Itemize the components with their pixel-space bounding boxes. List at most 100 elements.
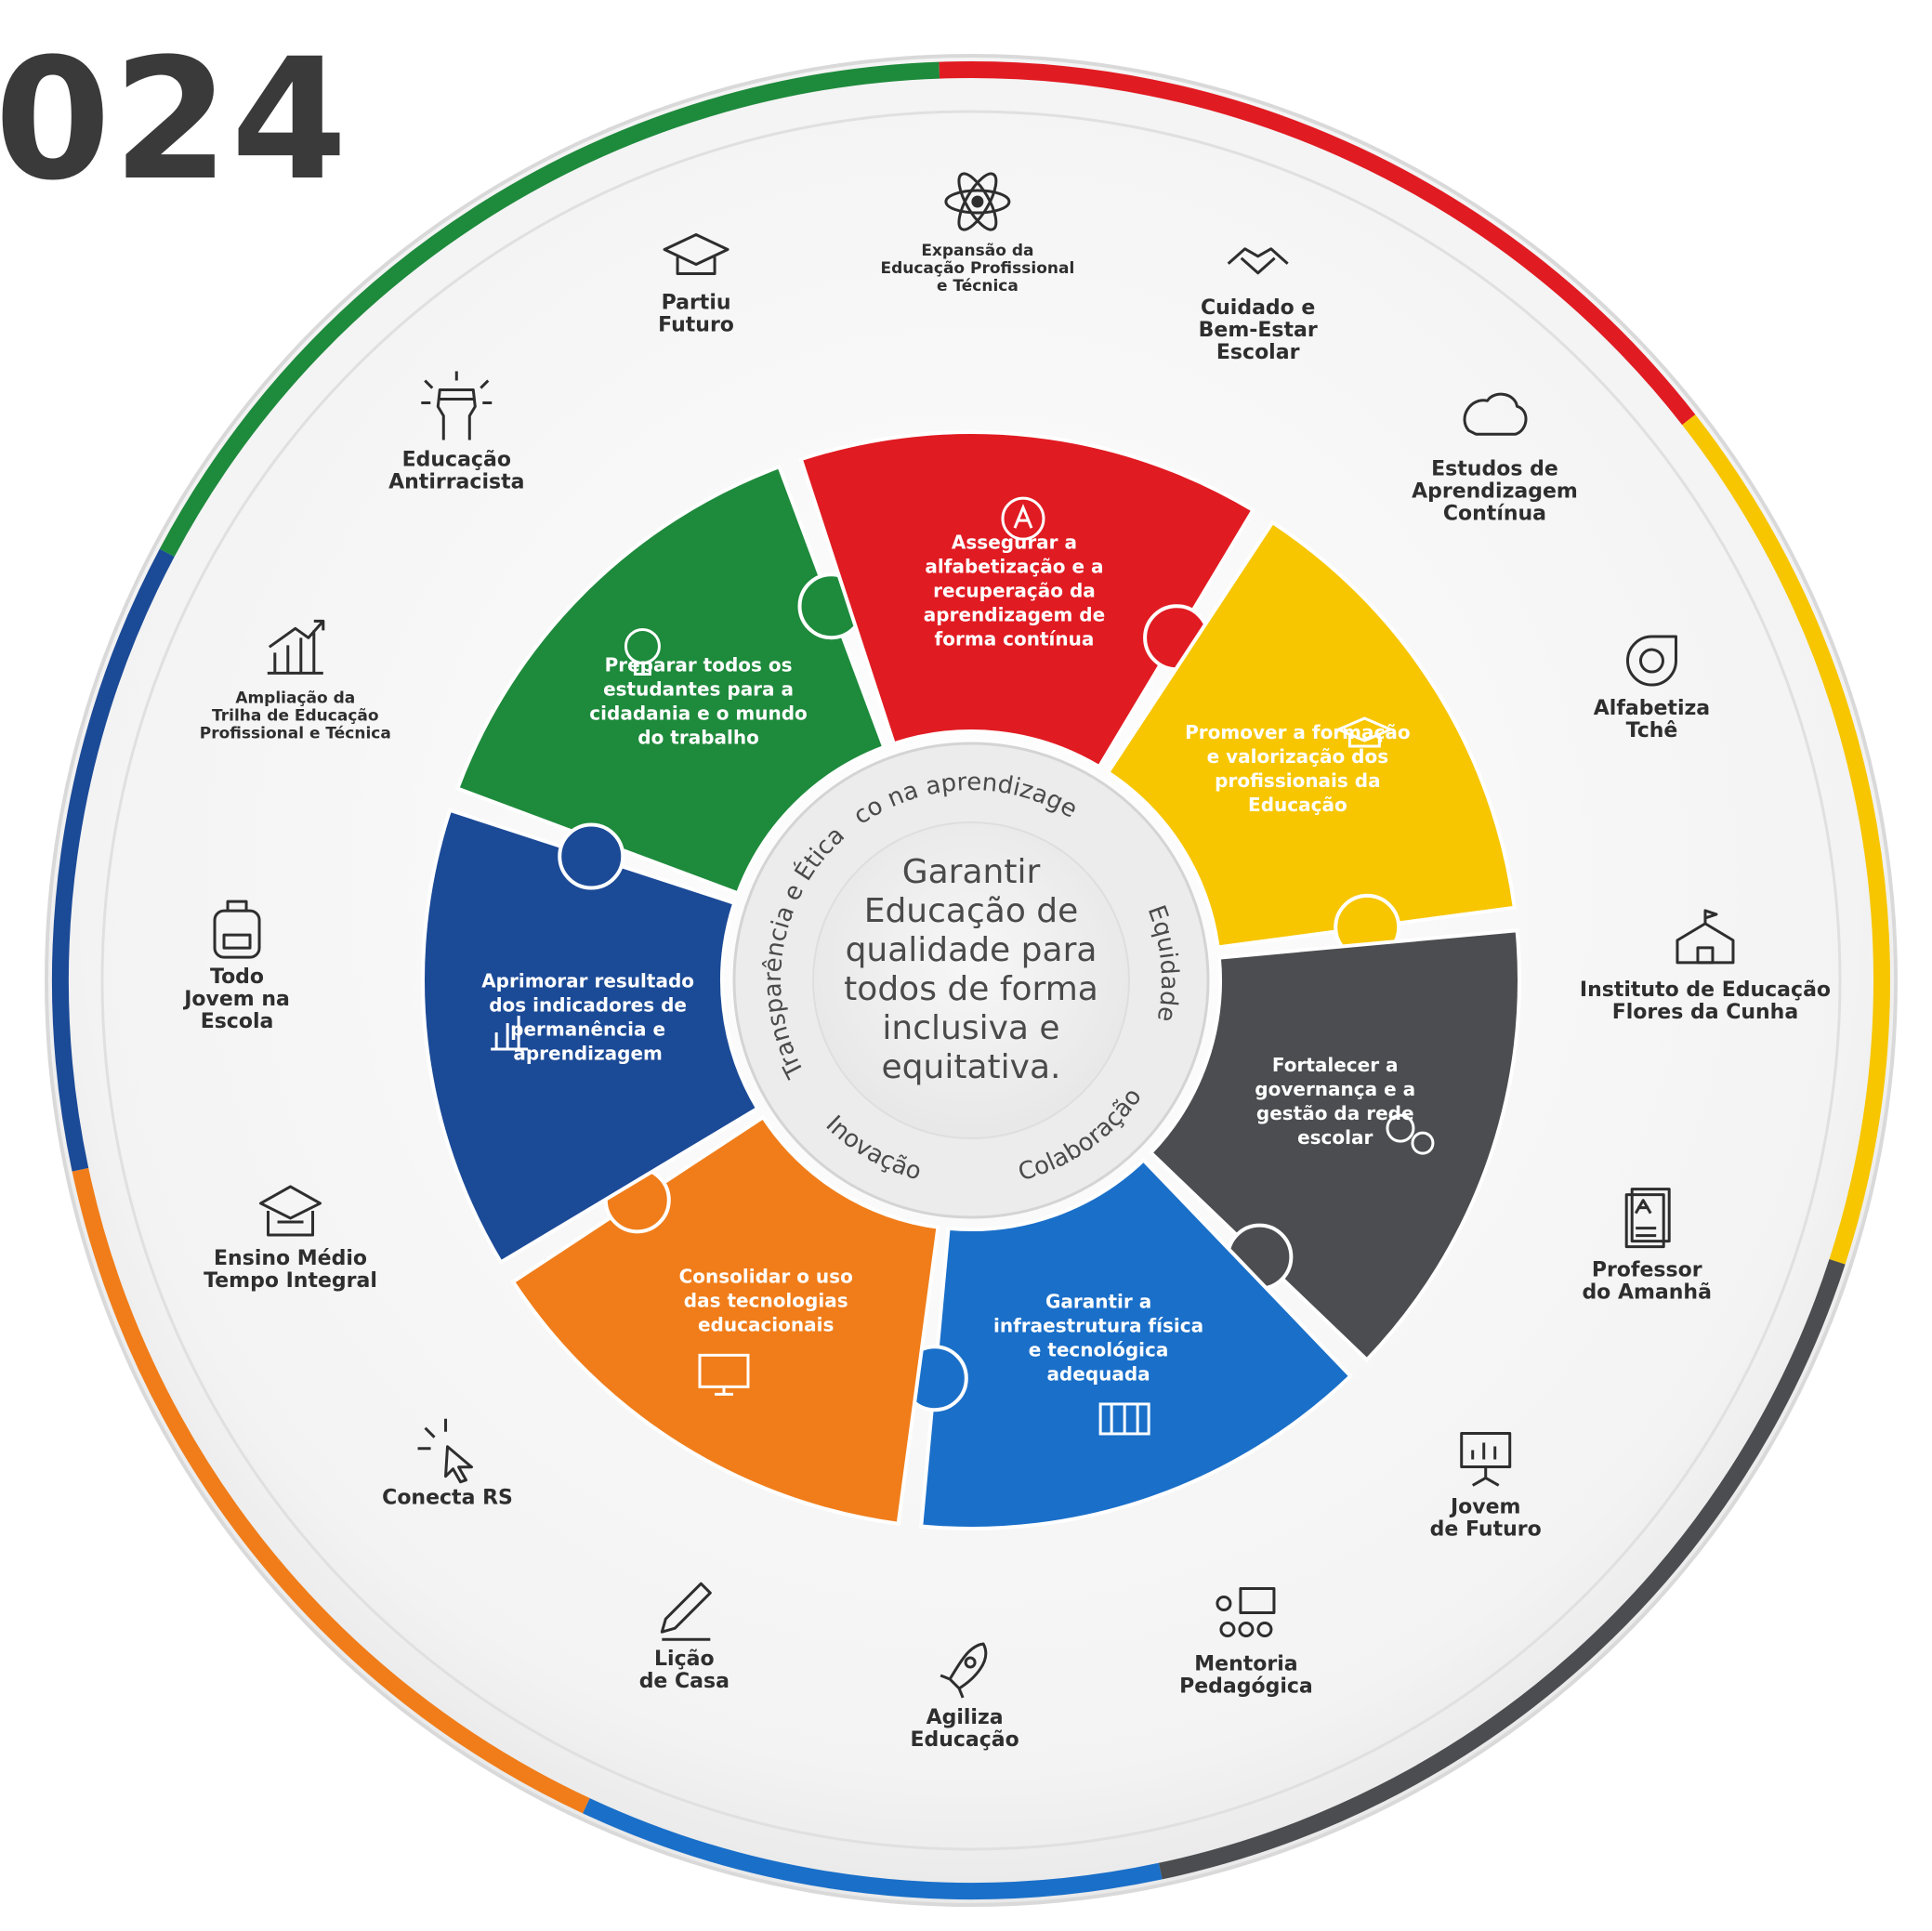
- program-label-line: Trilha de Educação: [212, 706, 379, 725]
- goal-label-line: estudantes para a: [603, 678, 794, 701]
- center-statement-line: Garantir: [902, 853, 1041, 891]
- goal-label-line: Educação: [1248, 794, 1347, 816]
- program-item: Conecta RS: [382, 1418, 513, 1510]
- program-label-line: Professor: [1592, 1259, 1702, 1282]
- goal-segment: [919, 1157, 1354, 1530]
- goal-segment: [454, 464, 887, 896]
- letter-a-icon: [1001, 496, 1045, 541]
- year-title: 024: [0, 23, 349, 217]
- goal-label-line: Fortalecer a: [1272, 1054, 1399, 1076]
- goal-label-line: Promover a formação: [1185, 721, 1410, 743]
- gears-icon: [1386, 1113, 1435, 1155]
- program-label-line: Conecta RS: [382, 1487, 513, 1510]
- program-label-line: Alfabetiza: [1594, 697, 1710, 720]
- hub-inner: [812, 821, 1130, 1139]
- program-label-line: Educação: [910, 1728, 1019, 1752]
- program-label-line: Escolar: [1216, 341, 1300, 364]
- school-building-icon: [1676, 909, 1735, 965]
- goal-segment: [798, 430, 1256, 769]
- alfabetiza-logo-icon: [1626, 635, 1677, 687]
- program-label-line: Ensino Médio: [214, 1247, 367, 1270]
- program-label-line: Escola: [201, 1010, 274, 1033]
- goal-label-line: adequada: [1046, 1363, 1150, 1386]
- atom-icon: [944, 172, 1011, 231]
- goal-label-line: escolar: [1297, 1126, 1373, 1149]
- growth-chart-icon: [267, 619, 325, 675]
- goal-label-line: governança e a: [1255, 1078, 1415, 1100]
- program-label-line: Lição: [654, 1648, 715, 1671]
- colored-rim: [52, 61, 1890, 1899]
- program-label-line: Antirracista: [388, 471, 524, 494]
- raised-fist-icon: [421, 371, 493, 440]
- rim-segment: [72, 1167, 590, 1814]
- goal-label-line: e valorização dos: [1207, 745, 1389, 768]
- program-label-line: Ampliação da: [235, 689, 355, 707]
- goal-label-line: Garantir a: [1045, 1291, 1151, 1313]
- program-label-line: Estudos de: [1431, 457, 1558, 480]
- program-label-line: Expansão da: [921, 242, 1033, 260]
- goal-label-line: Aprimorar resultado: [481, 969, 694, 992]
- goal-label-line: dos indicadores de: [489, 993, 687, 1016]
- rim-segment: [1158, 1259, 1846, 1880]
- rocket-icon: [940, 1642, 988, 1699]
- goal-segment: [1148, 928, 1521, 1363]
- program-label-line: do Amanhã: [1582, 1281, 1712, 1305]
- goal-label-line: cidadania e o mundo: [589, 703, 808, 725]
- inner-ring-shadow: [100, 110, 1842, 1851]
- goal-label-line: infraestrutura física: [993, 1315, 1203, 1337]
- brain-icon: [1463, 392, 1528, 436]
- goal-segment: [421, 808, 760, 1266]
- rim-segment: [52, 548, 175, 1172]
- goal-segment: [1105, 519, 1518, 950]
- program-label-line: Educação Profissional: [880, 259, 1074, 278]
- center-statement-line: todos de forma: [844, 970, 1098, 1008]
- goal-label-line: permanência e: [510, 1018, 665, 1040]
- program-label-line: Todo: [210, 966, 264, 989]
- goal-label-line: educacionais: [698, 1313, 834, 1335]
- program-label: Conecta RS: [382, 1487, 513, 1510]
- handshake-icon: [1227, 247, 1289, 275]
- graduation-cap-icon: [1334, 716, 1395, 748]
- center-statement-line: equitativa.: [882, 1048, 1061, 1086]
- goal-label-line: e tecnológica: [1029, 1339, 1169, 1361]
- building-icon: [1098, 1402, 1150, 1436]
- program-label-line: de Futuro: [1430, 1517, 1542, 1541]
- monitor-icon: [698, 1353, 750, 1396]
- cursor-click-icon: [417, 1418, 474, 1484]
- mentoring-icon: [1216, 1586, 1276, 1637]
- center-statement-line: inclusiva e: [882, 1009, 1059, 1047]
- center-statement-line: Educação de: [864, 892, 1079, 930]
- goal-label-line: gestão da rede: [1256, 1102, 1414, 1124]
